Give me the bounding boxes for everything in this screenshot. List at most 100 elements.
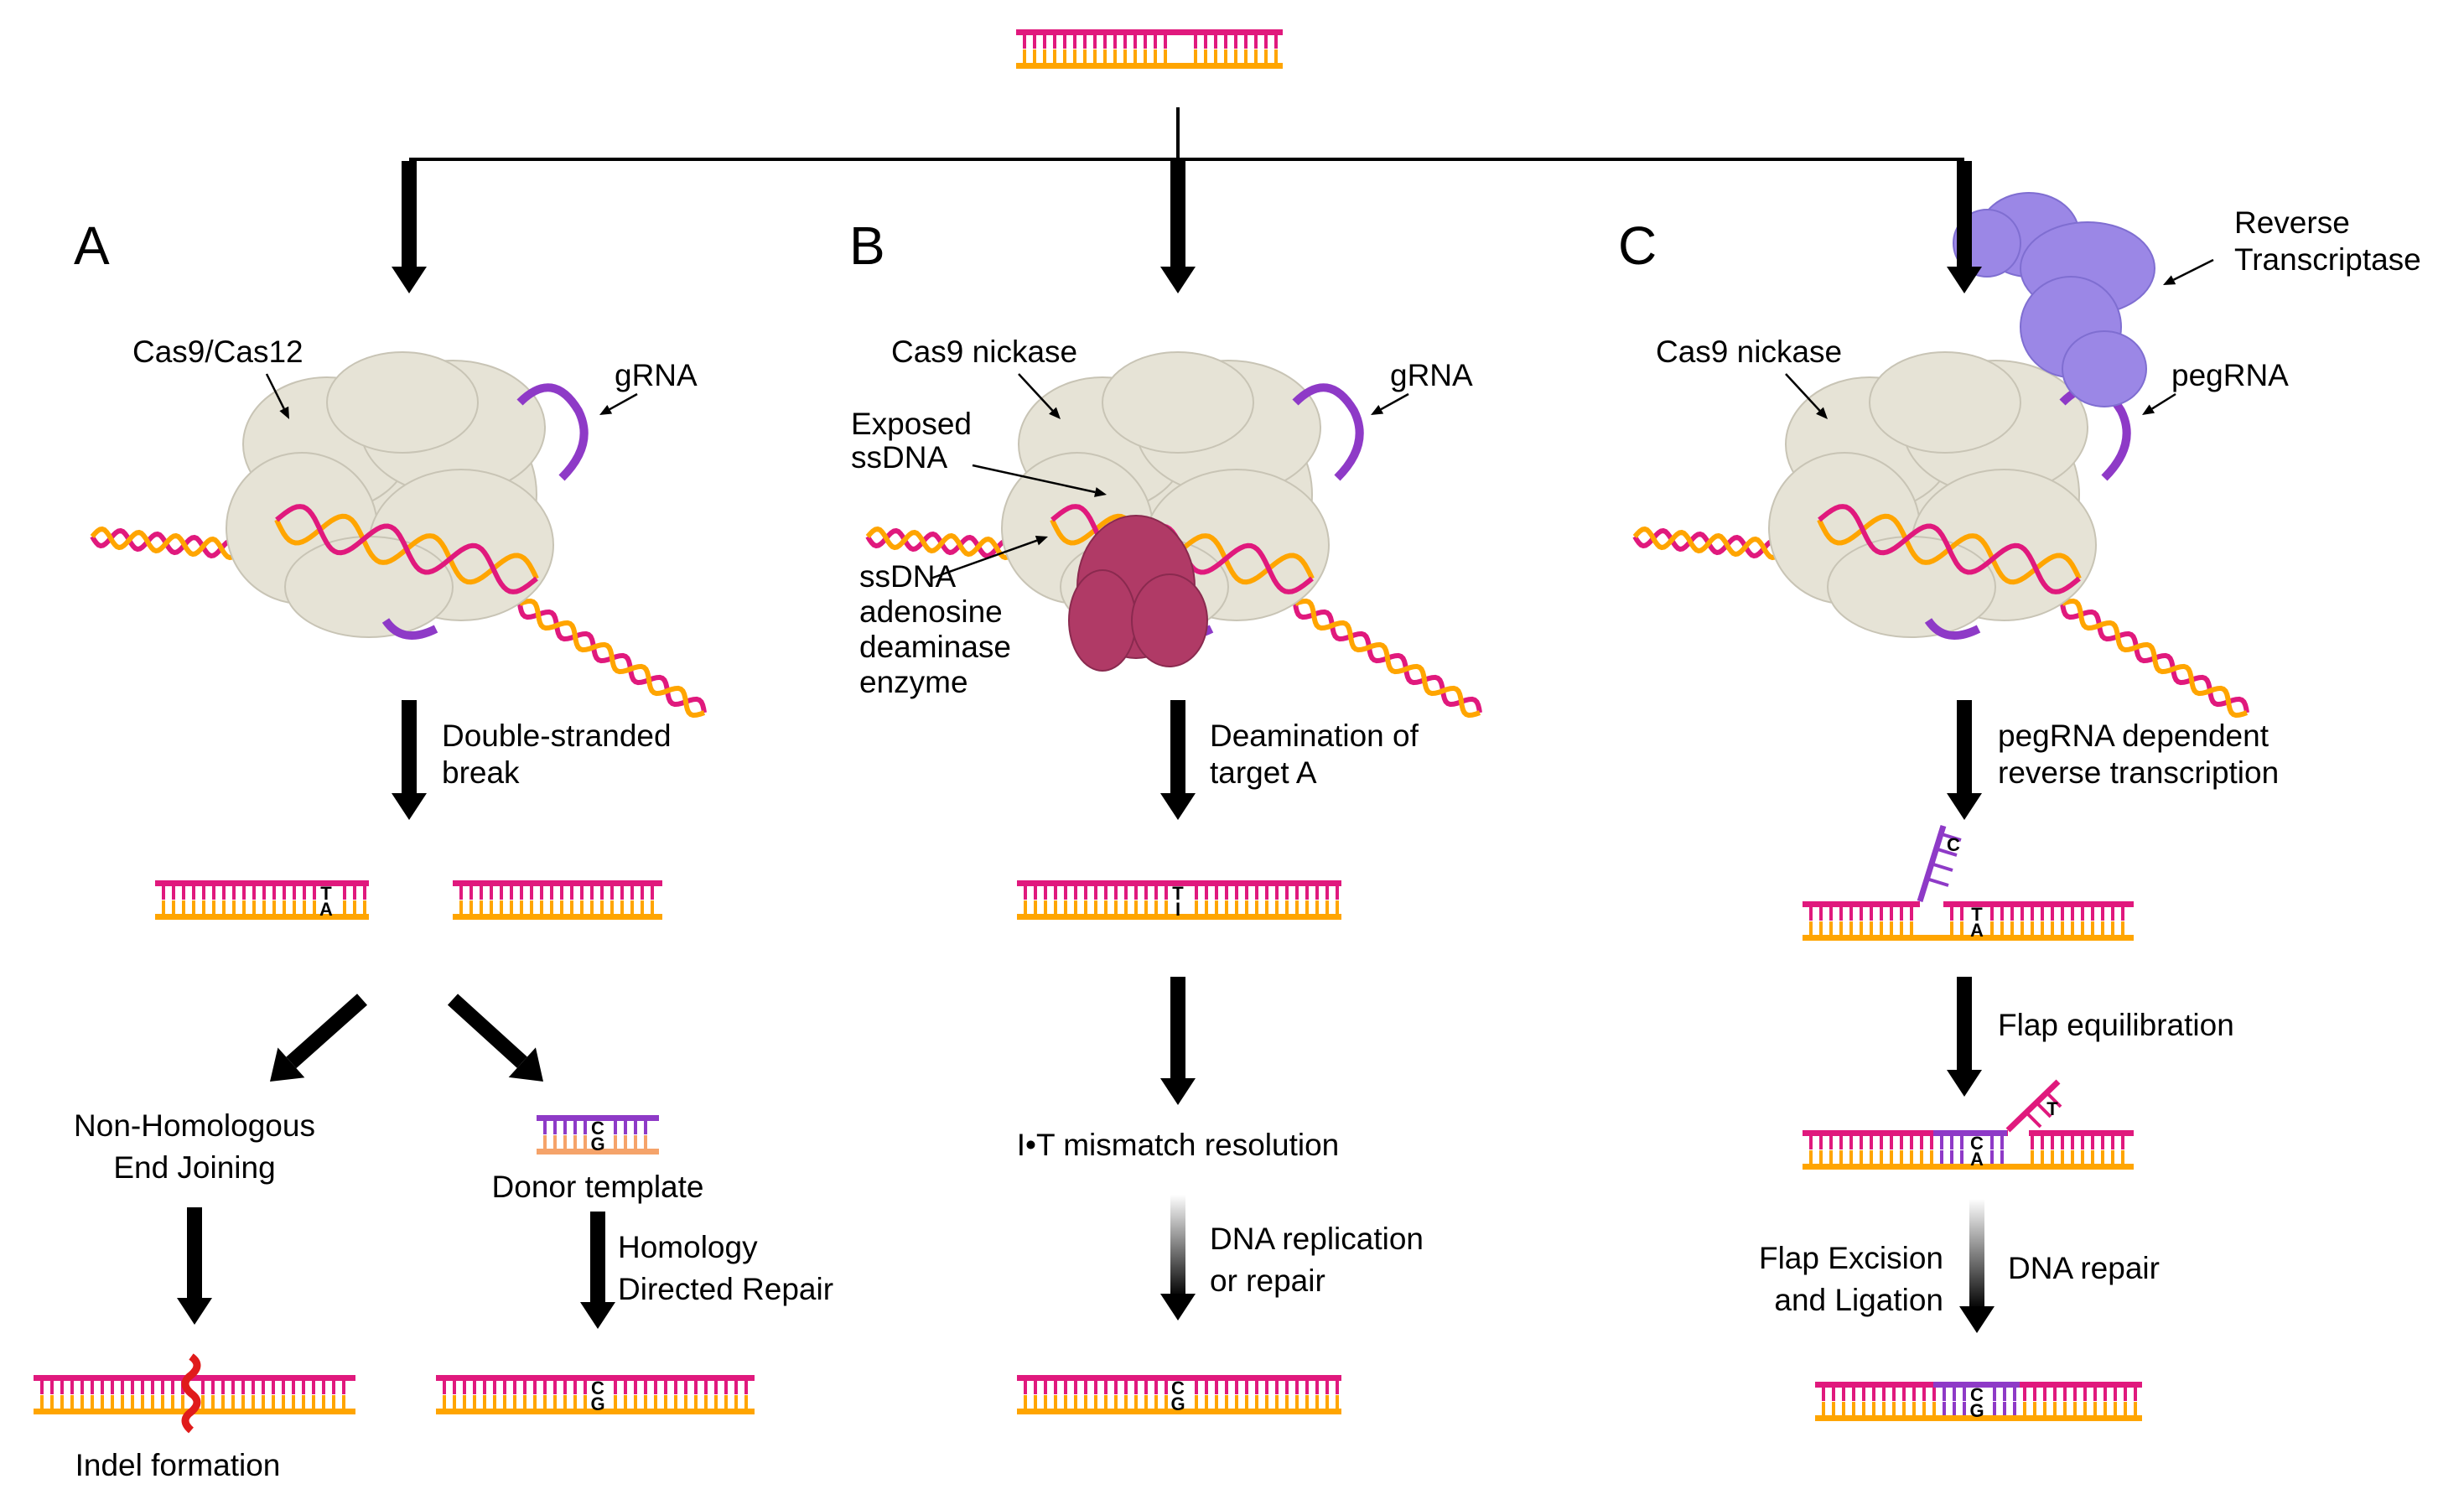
dna-C-result-base-top bbox=[1822, 1388, 1825, 1401]
dna-B-result-base-bottom bbox=[1336, 1395, 1339, 1409]
dna-B-result: CG bbox=[1017, 1375, 1341, 1414]
top-dna-top-strand-0 bbox=[1016, 29, 1283, 35]
top-dna-base-top bbox=[1214, 35, 1217, 49]
dna-C-mid-base-top bbox=[1819, 907, 1823, 921]
dna-A-right-base-top bbox=[520, 886, 523, 900]
top-dna-base-top bbox=[1244, 35, 1248, 49]
dna-hdr-result-base-bottom bbox=[573, 1395, 577, 1409]
label-hdr-line-0: Homology bbox=[618, 1230, 758, 1264]
dna-B-mid-base-top bbox=[1054, 886, 1057, 900]
dna-indel-base-bottom bbox=[151, 1395, 154, 1409]
dna-C-mid-base-bottom bbox=[1809, 921, 1813, 935]
top-dna-base-top bbox=[1234, 35, 1237, 49]
dna-B-result-base-top bbox=[1134, 1381, 1138, 1394]
dna-A-left-base-top bbox=[162, 886, 165, 900]
dna-B-mid-base-top bbox=[1325, 886, 1329, 900]
top-dna-base-bottom bbox=[1164, 49, 1167, 63]
top-dna-base-bottom bbox=[1073, 49, 1076, 63]
dna-A-right-base-bottom bbox=[490, 900, 493, 914]
dna-B-mid-base-top bbox=[1165, 886, 1168, 900]
dna-C-mid-base-bottom bbox=[1960, 921, 1963, 935]
panel-letter-A: A bbox=[74, 215, 110, 276]
dna-C-equil-base-bottom bbox=[1900, 1150, 1903, 1164]
dna-A-left-base-top bbox=[363, 886, 366, 900]
dna-C-equil-base-top bbox=[2111, 1136, 2114, 1149]
dna-C-equil-base-top bbox=[2031, 1136, 2034, 1149]
top-dna-base-top bbox=[1033, 35, 1036, 49]
dna-A-right-base-bottom bbox=[620, 900, 624, 914]
top-dna-base-top bbox=[1073, 35, 1076, 49]
dna-A-right-base-top bbox=[490, 886, 493, 900]
arrow-C-rt bbox=[1947, 700, 1982, 820]
dna-C-result-base-top bbox=[2003, 1388, 2006, 1401]
donor-template-dna-base-letter-top: C bbox=[591, 1118, 604, 1139]
dna-A-left-base-bottom bbox=[353, 900, 356, 914]
label-dna-repair: DNA repair bbox=[2008, 1251, 2160, 1285]
dna-C-equil-base-bottom bbox=[2071, 1150, 2074, 1164]
arrow-B-deamination bbox=[1160, 700, 1196, 820]
arrow-C-equil-shaft bbox=[1957, 977, 1972, 1073]
dna-C-result-base-bottom bbox=[1872, 1402, 1875, 1415]
dna-hdr-result: CG bbox=[436, 1375, 755, 1414]
label-A-step1-line-0: Double-stranded bbox=[442, 719, 672, 753]
dna-A-right-base-top bbox=[500, 886, 503, 900]
dna-C-mid-base-top bbox=[1860, 907, 1863, 921]
dna-B-mid-base-bottom bbox=[1285, 900, 1289, 914]
panel-letter-C: C bbox=[1618, 215, 1657, 276]
dna-B-mid-base-bottom bbox=[1195, 900, 1198, 914]
arrow-to-A-head bbox=[392, 267, 427, 293]
pointer-cas9-nickase-B-line bbox=[1018, 373, 1054, 412]
dna-A-right-base-bottom bbox=[480, 900, 483, 914]
pointer-deaminase bbox=[930, 536, 1048, 580]
dna-C-equil-base-top bbox=[1930, 1136, 1933, 1149]
dna-B-mid-base-top bbox=[1245, 886, 1248, 900]
dna-indel-base-top bbox=[282, 1381, 285, 1394]
top-dna-base-bottom bbox=[1033, 49, 1036, 63]
label-cas9-cas12: Cas9/Cas12 bbox=[132, 335, 303, 369]
dna-C-mid-base-top bbox=[1809, 907, 1813, 921]
label-flap-equilibration: Flap equilibration bbox=[1998, 1008, 2234, 1042]
top-dna-base-top bbox=[1113, 35, 1117, 49]
label-B-step1-line-0: Deamination of bbox=[1210, 719, 1419, 753]
dna-indel-base-bottom bbox=[332, 1395, 335, 1409]
dna-hdr-result-base-top bbox=[684, 1381, 687, 1394]
donor-template-dna-base-top bbox=[624, 1121, 627, 1134]
arrow-C-rt-head bbox=[1947, 793, 1982, 820]
dna-C-mid-base-top bbox=[1849, 907, 1853, 921]
dna-hdr-result-base-bottom bbox=[453, 1395, 456, 1409]
dna-B-mid: TI bbox=[1017, 880, 1341, 920]
dna-C-equil-base-bottom bbox=[1920, 1150, 1923, 1164]
arrow-to-A-shaft bbox=[402, 161, 417, 270]
arrow-B-deamination-head bbox=[1160, 793, 1196, 820]
dna-hdr-result-base-top bbox=[704, 1381, 708, 1394]
dna-B-result-base-bottom bbox=[1245, 1395, 1248, 1409]
top-dna-base-bottom bbox=[1194, 49, 1197, 63]
dna-B-mid-base-top bbox=[1124, 886, 1128, 900]
guide-rna-loop-C bbox=[1924, 617, 1981, 640]
dna-C-mid-base-top bbox=[2081, 907, 2084, 921]
dna-C-equil-base-top bbox=[1900, 1136, 1903, 1149]
right-dna-tail-C-strand-2 bbox=[2061, 598, 2249, 719]
dna-A-left-base-top bbox=[313, 886, 316, 900]
pointer-cas9-nickase-C-line bbox=[1785, 373, 1821, 412]
dna-indel-base-top bbox=[121, 1381, 124, 1394]
pointer-rt bbox=[2163, 258, 2214, 285]
dna-C-equil-base-bottom bbox=[2081, 1150, 2084, 1164]
dna-A-right-base-top bbox=[480, 886, 483, 900]
dna-B-mid-base-top bbox=[1074, 886, 1077, 900]
label-deaminase-enzyme-line-3: enzyme bbox=[859, 665, 968, 699]
dna-C-result-base-top bbox=[1993, 1388, 1996, 1401]
dna-A-right-base-bottom bbox=[590, 900, 594, 914]
dna-hdr-result-base-bottom bbox=[724, 1395, 728, 1409]
top-dna-base-bottom bbox=[1043, 49, 1046, 63]
dna-C-mid-base-top bbox=[2041, 907, 2044, 921]
dna-hdr-result-base-bottom bbox=[734, 1395, 738, 1409]
pointer-exposed-ssdna bbox=[972, 464, 1107, 497]
dna-hdr-result-base-bottom bbox=[614, 1395, 617, 1409]
dna-B-mid-base-bottom bbox=[1225, 900, 1228, 914]
dna-C-mid-bottom-strand bbox=[1803, 935, 2134, 941]
dna-hdr-result-base-top bbox=[543, 1381, 547, 1394]
dna-B-result-base-top bbox=[1336, 1381, 1339, 1394]
dna-indel-base-top bbox=[111, 1381, 114, 1394]
dna-C-equil-base-bottom bbox=[2091, 1150, 2094, 1164]
